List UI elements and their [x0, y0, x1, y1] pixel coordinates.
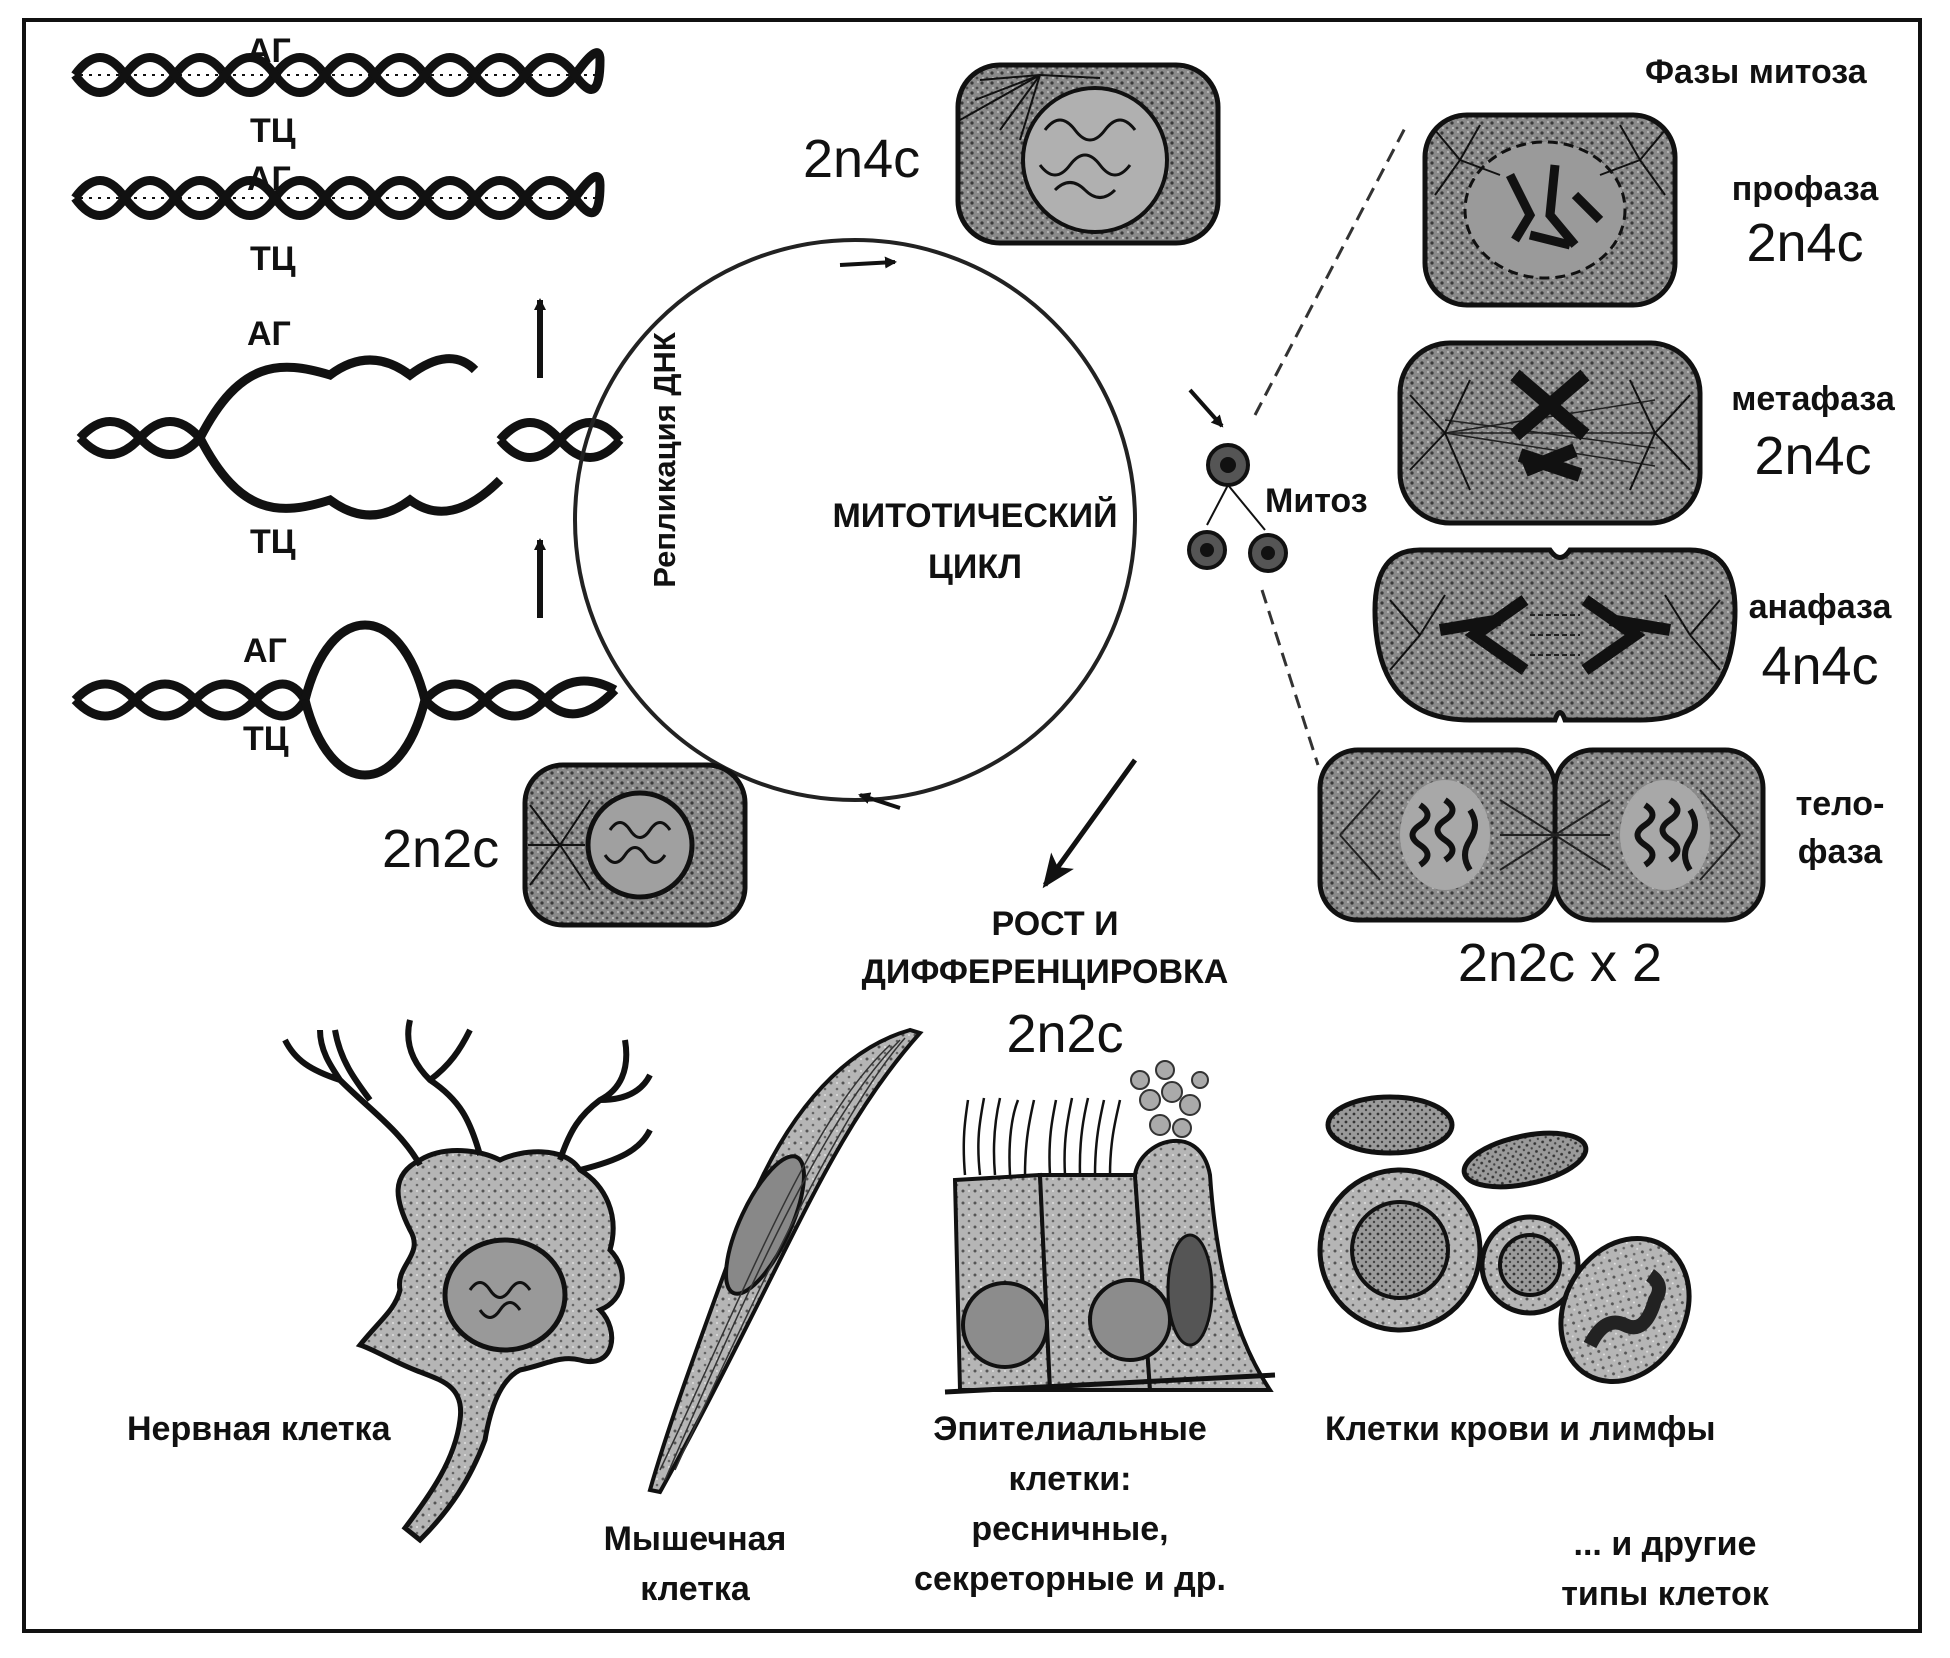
phase-metaphase-formula: 2n4c [1754, 426, 1872, 486]
dna-replication-bubble-large [76, 354, 624, 520]
phase-metaphase-name: метафаза [1731, 380, 1895, 418]
left-cell-formula: 2n2c [382, 819, 500, 879]
cycle-arrow-bottom [858, 792, 901, 810]
caption-nerve-cell: Нервная клетка [127, 1410, 391, 1448]
phase-prophase-name: профаза [1731, 170, 1879, 208]
cell-metaphase [1397, 340, 1703, 526]
cell-2n4c [955, 62, 1221, 246]
dna-label-ag-1: АГ [247, 32, 291, 70]
caption-blood-cells: Клетки крови и лимфы [1325, 1410, 1716, 1448]
dna-replication-bubble-small [71, 620, 619, 780]
caption-muscle-line1: Мышечная [603, 1520, 787, 1558]
phase-telophase-name-line2: фаза [1797, 833, 1883, 871]
caption-other-line2: типы клеток [1561, 1575, 1769, 1613]
dna-label-tc-4: ТЦ [243, 720, 289, 758]
cell-telophase [1317, 747, 1766, 923]
nerve-cell [282, 1019, 653, 1544]
muscle-cell [647, 1027, 924, 1495]
dna-replication-label: Репликация ДНК [647, 332, 682, 588]
caption-epithelial-line3: ресничные, [971, 1510, 1169, 1548]
cycle-ring [573, 238, 1137, 802]
epithelial-cells [944, 1060, 1276, 1395]
phase-telophase-name-line1: тело- [1795, 785, 1885, 823]
diagram-frame [22, 18, 1922, 1633]
mitosis-mini-cells [1187, 443, 1288, 573]
cycle-title-line2: ЦИКЛ [928, 548, 1022, 586]
caption-epithelial-line2: клетки: [1008, 1460, 1132, 1498]
mitosis-label: Митоз [1265, 482, 1368, 520]
cycle-arrow-top [839, 256, 897, 269]
growth-arrow [1042, 758, 1138, 889]
cycle-title-line1: МИТОТИЧЕСКИЙ [832, 497, 1118, 535]
blood-lymph-cells [1317, 1094, 1692, 1385]
dna-label-tc-1: ТЦ [250, 112, 296, 150]
cell-anaphase [1372, 547, 1738, 723]
caption-other-line1: ... и другие [1573, 1525, 1757, 1563]
top-cell-formula: 2n4c [803, 129, 921, 189]
caption-muscle-line2: клетка [640, 1570, 750, 1608]
growth-formula: 2n2c [1006, 1004, 1124, 1064]
caption-epithelial-line1: Эпителиальные [933, 1410, 1207, 1448]
cell-2n2c [522, 762, 748, 928]
phase-anaphase-name: анафаза [1748, 588, 1892, 626]
phase-prophase-formula: 2n4c [1746, 213, 1864, 273]
dna-label-ag-3: АГ [247, 315, 291, 353]
growth-line2: ДИФФЕРЕНЦИРОВКА [861, 953, 1229, 991]
dna-label-ag-2: АГ [247, 160, 291, 198]
phases-title: Фазы митоза [1645, 53, 1867, 91]
dna-label-tc-3: ТЦ [250, 523, 296, 561]
growth-line1: РОСТ И [991, 905, 1119, 943]
cycle-arrow-right [1188, 388, 1224, 428]
dna-label-ag-4: АГ [243, 632, 287, 670]
dna-helix-top-2 [71, 172, 605, 220]
phase-anaphase-formula: 4n4c [1761, 636, 1879, 696]
phase-telophase-formula: 2n2c х 2 [1457, 933, 1663, 993]
dna-label-tc-2: ТЦ [250, 240, 296, 278]
cell-prophase [1422, 112, 1678, 308]
caption-epithelial-line4: секреторные и др. [914, 1560, 1226, 1598]
phase-connector-bottom [1260, 589, 1320, 766]
phase-connector-top [1253, 127, 1407, 416]
dna-helix-top-1 [71, 48, 605, 97]
